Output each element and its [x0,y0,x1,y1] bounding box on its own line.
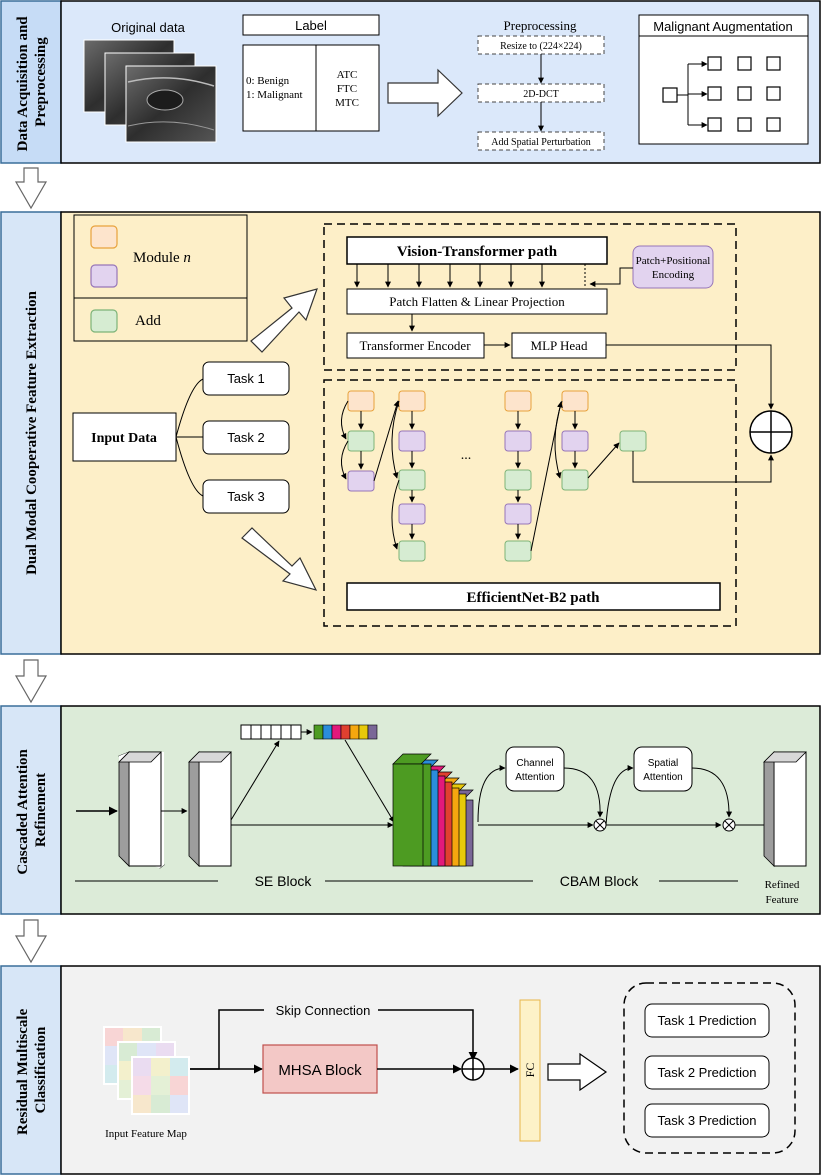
ellipsis: ... [461,448,472,463]
input-and-tasks: Input Data Task 1 Task 2 Task 3 [72,361,290,514]
svg-text:ATC: ATC [337,69,358,81]
section-1-side [0,0,62,164]
excitation-cell [358,724,369,740]
excitation-cell [331,724,342,740]
section-3-title: Cascaded Attention Refinement [15,745,49,874]
svg-text:Task 3 Prediction: Task 3 Prediction [658,1113,757,1128]
svg-text:Channel: Channel [516,758,553,769]
section-1-title: Data Acquisition and Preprocessing [15,13,49,152]
svg-text:Input Data: Input Data [91,431,157,446]
weighted-feature-stack [392,753,474,867]
svg-text:MHSA Block: MHSA Block [278,1062,362,1079]
svg-text:1: Malignant: 1: Malignant [246,89,303,101]
excitation-cell [367,724,378,740]
svg-text:Encoding: Encoding [652,269,695,281]
svg-text:CBAM Block: CBAM Block [560,873,640,889]
svg-text:2D-DCT: 2D-DCT [523,89,559,100]
legend: Module n Add [73,214,248,342]
excitation-cell [340,724,351,740]
malignant-augmentation: Malignant Augmentation [638,14,809,145]
svg-text:EfficientNet-B2 path: EfficientNet-B2 path [467,590,601,606]
squeeze-vector [240,724,302,740]
svg-text:Skip Connection: Skip Connection [276,1003,371,1018]
vit-path: Vision-Transformer path Patch+Positional… [323,223,774,410]
svg-text:Preprocessing: Preprocessing [504,18,577,33]
arrow-to-effnet-icon [241,527,318,591]
excitation-cell [313,724,324,740]
svg-text:FTC: FTC [337,83,357,95]
svg-text:Feature: Feature [766,894,799,906]
input-feature-map [103,1026,190,1115]
label-box: Label 0: Benign 1: Malignant ATC FTC MTC [242,14,380,132]
fusion-add-icon [749,410,793,454]
section-4-title: Residual Multiscale Classification [15,1005,49,1135]
original-data-label: Original data [111,20,185,35]
svg-text:Attention: Attention [643,772,682,783]
section-2-title: Dual Modal Cooperative Feature Extractio… [24,290,40,575]
right-arrow-icon [547,1052,608,1092]
down-arrow-icon [14,919,48,964]
svg-text:Spatial: Spatial [648,758,679,769]
effnet-path: EfficientNet-B2 path ... [323,379,774,627]
svg-text:FC: FC [523,1063,537,1078]
svg-text:Task 2: Task 2 [227,430,265,445]
section-4-side [0,965,62,1175]
svg-text:Add Spatial Perturbation: Add Spatial Perturbation [491,137,590,148]
svg-text:Malignant Augmentation: Malignant Augmentation [653,19,792,34]
svg-text:Patch Flatten & Linear Project: Patch Flatten & Linear Projection [389,294,565,309]
svg-text:Patch+Positional: Patch+Positional [636,255,711,267]
flow-arrows [14,167,48,964]
arrow-to-vit-icon [250,288,318,353]
svg-text:Vision-Transformer path: Vision-Transformer path [397,244,558,260]
svg-text:Attention: Attention [515,772,554,783]
svg-text:MTC: MTC [335,97,359,109]
excitation-vector [313,724,378,740]
svg-text:Resize to (224×224): Resize to (224×224) [500,41,582,52]
svg-text:Task 1 Prediction: Task 1 Prediction [658,1013,757,1028]
svg-text:0: Benign: 0: Benign [246,75,290,87]
section-2-side [0,211,62,655]
svg-text:Transformer Encoder: Transformer Encoder [359,338,471,353]
section-3-side [0,705,62,915]
classification-flow: Input Feature Map Skip Connection MHSA B… [103,982,796,1154]
ultrasound-images [83,39,217,143]
excitation-cell [349,724,360,740]
preprocessing-steps: Preprocessing Resize to (224×224) 2D-DCT… [477,18,605,151]
right-arrow-icon [387,68,463,118]
se-cbam-flow: Channel Attention Spatial Attention SE B… [75,724,807,906]
down-arrow-icon [14,167,48,210]
down-arrow-icon [14,659,48,704]
svg-text:Label: Label [295,18,327,33]
svg-text:MLP Head: MLP Head [531,338,588,353]
svg-text:Task 2 Prediction: Task 2 Prediction [658,1065,757,1080]
svg-text:Task 1: Task 1 [227,371,265,386]
svg-text:Task 3: Task 3 [227,489,265,504]
svg-text:Refined: Refined [765,879,800,891]
svg-text:Add: Add [135,313,161,329]
excitation-cell [322,724,333,740]
feature-map-layer [131,1056,190,1115]
feature-slab [392,763,424,867]
svg-text:Input Feature Map: Input Feature Map [105,1128,187,1140]
svg-text:Module n: Module n [133,250,191,266]
svg-text:SE Block: SE Block [255,873,313,889]
